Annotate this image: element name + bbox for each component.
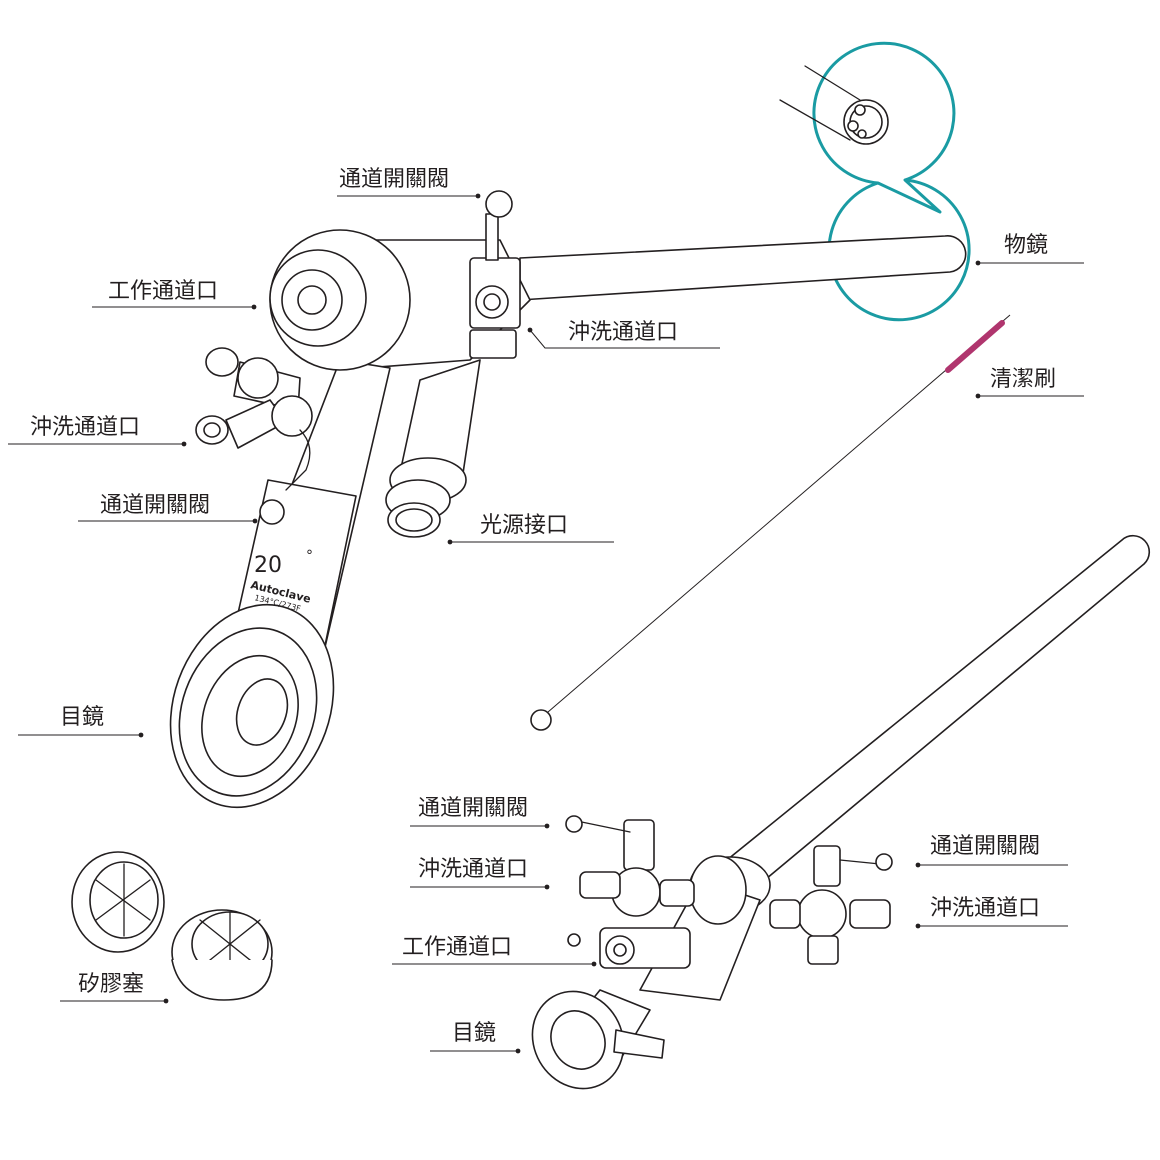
label-silicone-plug: 矽膠塞 [78, 972, 144, 997]
label-eyepiece-top: 目鏡 [60, 705, 104, 730]
sheath-assembly [531, 534, 1151, 1090]
angle-engraving: 20 [254, 553, 282, 578]
scope-20-deg: 20 ° Autoclave 134°C/273F [169, 190, 967, 809]
label-cleaning-brush: 清潔刷 [990, 367, 1056, 392]
degree-engraving: ° [306, 548, 313, 564]
label-channel-valve-bottom-right: 通道開關閥 [930, 834, 1040, 859]
label-channel-valve-left: 通道開關閥 [100, 493, 210, 518]
label-objective: 物鏡 [1004, 233, 1048, 258]
label-irrigation-bottom-right: 沖洗通道口 [930, 896, 1040, 921]
label-channel-valve-bottom-left: 通道開關閥 [418, 796, 528, 821]
label-irrigation-left: 沖洗通道口 [30, 415, 140, 440]
label-top-channel-valve: 通道開關閥 [339, 167, 449, 192]
lens-tip-icon [779, 65, 889, 145]
label-light-port: 光源接口 [480, 513, 568, 538]
label-working-channel-top: 工作通道口 [108, 279, 218, 304]
label-irrigation-top-right: 沖洗通道口 [568, 320, 678, 345]
label-eyepiece-bottom: 目鏡 [452, 1021, 496, 1046]
label-irrigation-bottom-left: 沖洗通道口 [418, 857, 528, 882]
silicone-plugs [71, 851, 273, 1001]
label-working-channel-bottom: 工作通道口 [402, 935, 512, 960]
cleaning-brush [530, 314, 1011, 731]
